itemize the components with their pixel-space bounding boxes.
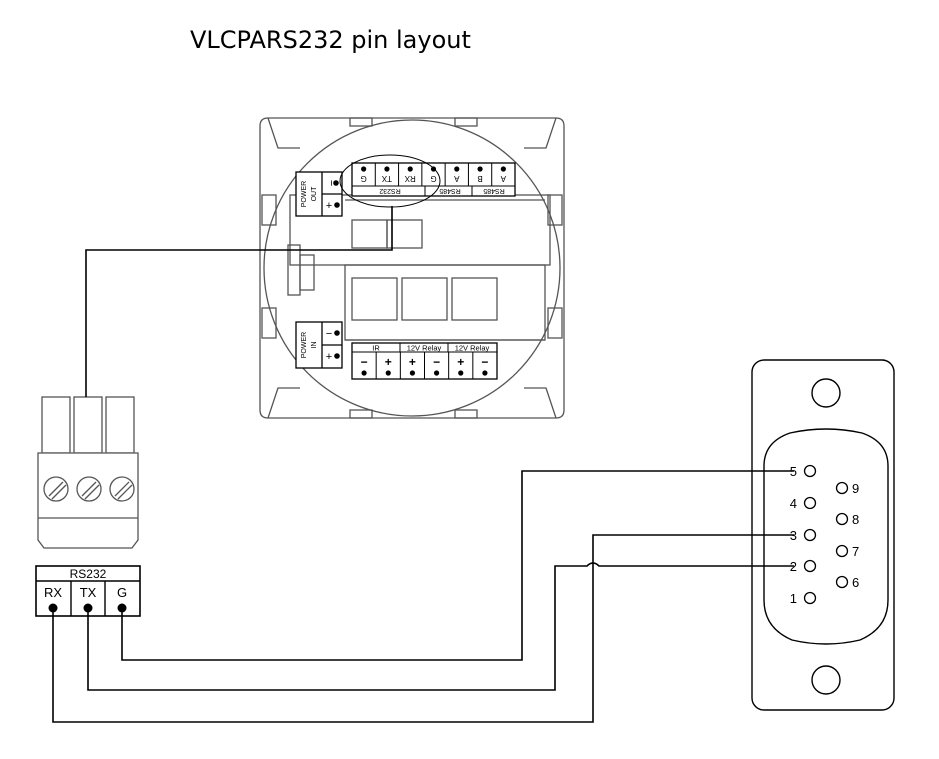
power-in-plus: + bbox=[326, 351, 332, 363]
top-terminal-dot bbox=[477, 166, 483, 172]
db9-connector bbox=[751, 359, 895, 711]
top-terminal-dot bbox=[384, 166, 390, 172]
power-out-plus: + bbox=[326, 200, 332, 212]
db9-pin bbox=[803, 528, 817, 542]
top-terminal-label: A bbox=[453, 174, 459, 183]
db9-pin-number: 4 bbox=[790, 496, 797, 511]
top-group-rs232: RS232 bbox=[379, 187, 401, 194]
db9-pin bbox=[803, 559, 817, 573]
db9-pin-number: 1 bbox=[790, 591, 797, 606]
top-terminal-pins: G TX RX G A B A bbox=[361, 163, 506, 186]
bottom-terminal-dot bbox=[385, 370, 391, 376]
top-terminal-label: B bbox=[477, 174, 482, 183]
power-in-label-2: IN bbox=[311, 342, 318, 349]
diagram-title: VLCPARS232 pin layout bbox=[190, 26, 471, 54]
wire-device-to-plug bbox=[85, 206, 393, 397]
rs232-block-title: RS232 bbox=[70, 567, 107, 581]
plus-sign: + bbox=[385, 355, 392, 369]
top-terminal-label: RX bbox=[404, 174, 416, 183]
minus-sign: − bbox=[361, 355, 368, 369]
db9-pin bbox=[803, 496, 817, 510]
db9-mount-hole-top bbox=[811, 378, 841, 408]
db9-pin-number: 7 bbox=[852, 544, 859, 559]
minus-sign: − bbox=[433, 355, 440, 369]
db9-pin bbox=[803, 464, 817, 478]
bottom-group-ir: IR bbox=[372, 344, 380, 353]
power-in-terminal: POWER IN − + bbox=[295, 321, 343, 369]
power-out-minus: − bbox=[326, 180, 338, 186]
top-terminal-dot bbox=[407, 166, 413, 172]
top-terminal-label: TX bbox=[381, 174, 392, 183]
bottom-terminal-dot bbox=[482, 370, 488, 376]
top-terminal-dot bbox=[454, 166, 460, 172]
db9-pin bbox=[835, 512, 849, 526]
rs232-label-block: RS232 RX TX G bbox=[35, 565, 141, 617]
top-terminal-label: A bbox=[500, 174, 506, 183]
top-terminal-dot bbox=[500, 166, 506, 172]
plug-connector bbox=[37, 396, 139, 549]
wire-tx-to-pin2 bbox=[87, 562, 794, 691]
power-in-label-1: POWER bbox=[301, 332, 308, 358]
db9-pin bbox=[835, 481, 849, 495]
bottom-terminal-dot bbox=[458, 370, 464, 376]
wire-g-to-pin5 bbox=[121, 470, 794, 661]
bottom-terminal-dot bbox=[361, 370, 367, 376]
bottom-terminal-pins: − + + − + − bbox=[361, 352, 488, 379]
bottom-terminal-dot bbox=[433, 370, 440, 376]
db9-pin bbox=[835, 575, 849, 589]
db9-pin-number: 6 bbox=[852, 575, 859, 590]
wires bbox=[52, 206, 794, 723]
top-group-rs485-b: RS485 bbox=[483, 187, 505, 194]
wire-rx-to-pin3 bbox=[52, 534, 794, 723]
rs232-highlight-ellipse bbox=[339, 154, 441, 208]
db9-pin bbox=[835, 544, 849, 558]
rs232-pin-rx: RX bbox=[44, 585, 62, 600]
top-terminal-dot bbox=[430, 166, 437, 172]
plus-sign: + bbox=[457, 355, 464, 369]
top-group-rs485-a: RS485 bbox=[439, 187, 461, 194]
power-out-label-1: POWER bbox=[301, 181, 308, 207]
plus-sign: + bbox=[409, 355, 416, 369]
top-terminal-dot bbox=[361, 166, 367, 172]
power-out-terminal: POWER OUT − + bbox=[295, 171, 343, 217]
rs232-pin-g: G bbox=[117, 585, 127, 600]
db9-pin-number: 8 bbox=[852, 512, 859, 527]
bottom-group-relay-2: 12V Relay bbox=[455, 344, 490, 353]
device-back-panel bbox=[259, 117, 565, 419]
bottom-group-relay-1: 12V Relay bbox=[407, 344, 442, 353]
top-terminal-label: G bbox=[361, 174, 367, 183]
rs232-pin-tx: TX bbox=[80, 585, 97, 600]
bottom-terminal-dot bbox=[409, 370, 416, 376]
top-terminal-label: G bbox=[430, 174, 436, 183]
power-out-label-2: OUT bbox=[311, 186, 318, 202]
db9-pin-number: 9 bbox=[852, 481, 859, 496]
db9-mount-hole-bottom bbox=[811, 665, 841, 695]
power-in-minus: − bbox=[326, 328, 332, 340]
bottom-terminal-strip: IR 12V Relay 12V Relay − + + − + − bbox=[351, 342, 498, 380]
minus-sign: − bbox=[481, 355, 488, 369]
db9-pin bbox=[803, 591, 817, 605]
